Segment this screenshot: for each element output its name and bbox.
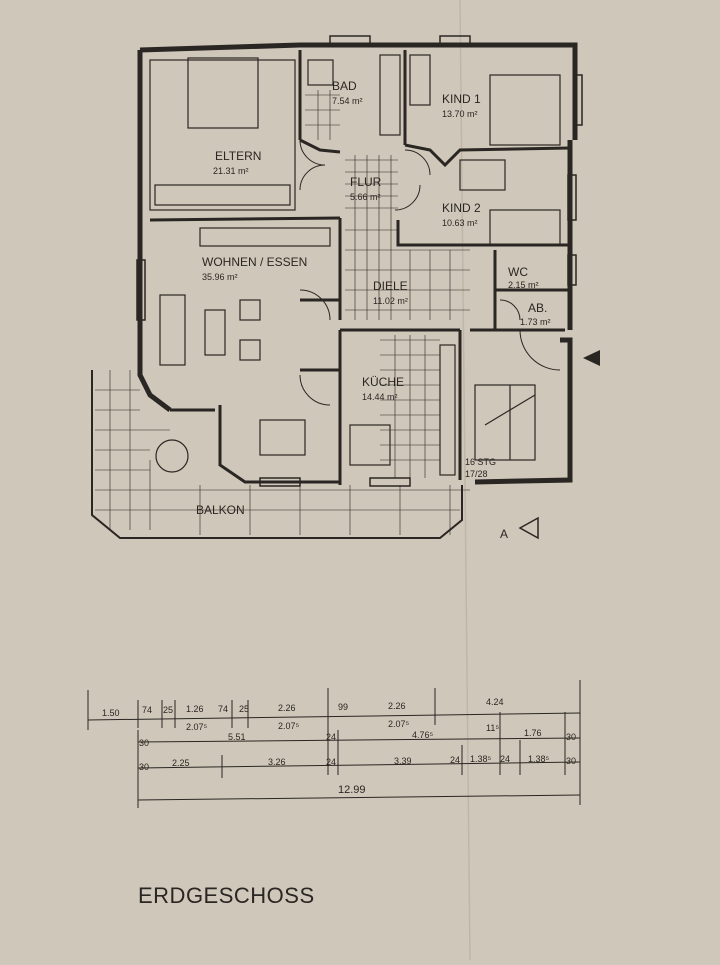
dim-row4-6: 1.38⁵ [470,754,492,764]
room-name-diele: DIELE [373,279,408,293]
dim-row1-3: 1.26 [186,704,204,714]
room-area-diele: 11.02 m² [373,296,408,306]
kitchen-counter [439,344,456,476]
dim-row3-4: 1.76 [524,728,542,738]
dim-row4-5: 24 [450,755,460,765]
room-area-bad: 7.54 m² [332,96,363,106]
dining-table [259,419,306,456]
room-area-kind1: 13.70 m² [442,109,478,119]
entrance-arrow-icon [583,350,600,366]
doors [299,139,561,406]
room-name-flur: FLUR [350,175,382,189]
dim-row2-3: 11⁵ [486,723,499,733]
outer-walls [137,42,578,485]
room-name-wohnen: WOHNEN / ESSEN [202,255,307,269]
dim-row2-0: 2.07⁵ [186,722,208,732]
dim-row4-8: 1.38⁵ [528,754,550,764]
dim-row1-5: 25 [239,704,249,714]
dim-row1-9: 4.24 [486,697,504,707]
dim-row4-9: 30 [566,756,576,766]
room-name-balkon: BALKON [196,503,245,517]
dim-row4-3: 24 [326,757,336,767]
dim-row2-1: 2.07⁵ [278,721,300,731]
balcony-table [155,439,189,473]
dim-row4-2: 3.26 [268,757,286,767]
stair-note-steps: 16 STG [465,457,496,467]
room-labels: ELTERN 21.31 m² BAD 7.54 m² KIND 1 13.70… [196,79,551,541]
room-area-kind2: 10.63 m² [442,218,478,228]
dim-row3-0: 30 [139,738,149,748]
bed-eltern [149,59,296,211]
sofa [159,294,186,366]
room-area-wc: 2.15 m² [508,280,539,290]
dim-row3-5: 30 [566,732,576,742]
desk-kind2 [459,159,506,191]
dimension-lines [87,680,581,808]
room-area-ab: 1.73 m² [520,317,551,327]
dim-row4-4: 3.39 [394,756,412,766]
balcony-outline [91,370,463,539]
room-area-flur: 5.66 m² [350,192,381,202]
furniture [149,54,561,476]
dim-row4-7: 24 [500,754,510,764]
dim-row4-1: 2.25 [172,758,190,768]
bed-kind1 [489,74,561,146]
dim-row1-7: 99 [338,702,348,712]
dim-total: 12.99 [338,784,366,796]
room-name-bad: BAD [332,79,357,93]
room-name-wc: WC [508,265,528,279]
dim-row1-6: 2.26 [278,703,296,713]
dim-row1-1: 74 [142,705,152,715]
dim-row3-2: 24 [326,732,336,742]
room-name-kind1: KIND 1 [442,92,481,106]
section-marker-icon [518,516,539,540]
dim-row2-2: 2.07⁵ [388,719,410,729]
room-name-kueche: KÜCHE [362,375,404,389]
room-area-kueche: 14.44 m² [362,392,398,402]
section-marker-label: A [500,527,508,541]
tile-patterns [95,90,470,535]
interior-walls [149,50,571,485]
windows [136,35,583,487]
dim-row4-0: 30 [139,762,149,772]
kitchen-table [349,424,391,466]
floor-plan [91,35,600,540]
dim-row3-1: 5.51 [228,732,246,742]
dim-row1-4: 74 [218,704,228,714]
floor-title: ERDGESCHOSS [138,883,315,908]
room-name-ab: AB. [528,301,547,315]
stair-note-ratio: 17/28 [465,469,488,479]
dim-row1-0: 1.50 [102,708,120,718]
staircase [474,384,536,461]
room-name-kind2: KIND 2 [442,201,481,215]
dim-row3-3: 4.76⁵ [412,730,434,740]
dim-row1-8: 2.26 [388,701,406,711]
room-name-eltern: ELTERN [215,149,261,163]
room-area-wohnen: 35.96 m² [202,272,238,282]
dim-row1-2: 25 [163,705,173,715]
dimension-labels: 1.50 74 25 1.26 74 25 2.26 99 2.26 4.24 … [102,697,576,796]
room-area-eltern: 21.31 m² [213,166,249,176]
